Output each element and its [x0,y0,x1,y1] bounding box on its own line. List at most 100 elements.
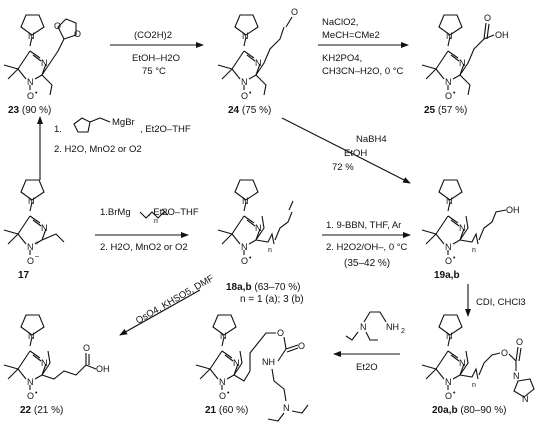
charge-minus: – [35,253,39,260]
atom-o-aldehyde: O [291,7,298,17]
structure-21: N N N O • O O NH N [195,314,309,422]
atom-n3: N [41,58,48,68]
atom-n-imidazole: N [513,371,520,381]
atom-n1: N [27,377,34,387]
atom-n1: N [445,77,452,87]
imidazoline-core [3,179,47,256]
label-25: 25 (57 %) [424,105,467,116]
atom-n-pyrrolidine: N [28,196,35,206]
cond-r2-above2: MeCH=CMe2 [322,30,380,41]
cond-r1-below1: EtOH–H2O [132,53,180,64]
cond-r6-line2: EtOH [344,148,367,159]
label-19: 19a,b [434,270,460,281]
note-18: n = 1 (a); 3 (b) [240,294,304,305]
cond-r2-below1: KH2PO4, [322,53,362,64]
cond-r7: OsO4, KHSO5, DMF [134,273,216,327]
imidazoline-core [421,14,465,91]
atom-n1: N [241,242,248,252]
atom-n-imidazole-2: N [522,394,529,404]
atom-oh-acid: OH [495,30,509,40]
subscript-2: 2 [401,328,405,335]
radical-dot: • [453,90,456,97]
atom-n-pyrrolidine: N [220,331,227,341]
label-24: 24 (75 %) [228,105,271,116]
atom-o-radical: O [241,91,248,101]
imidazoline-core [217,179,261,256]
yield-19: (35–42 %) [344,258,390,269]
atom-oh: OH [506,205,520,215]
imidazoline-core [195,314,239,391]
cond-r3-line2: 2. H2O, MnO2 or O2 [54,144,142,155]
cond-r6-line3: 72 % [332,162,354,173]
structure-22: N N N O • O OH [3,314,110,401]
subscript-n: n [268,247,272,254]
cond-r2-below2: CH3CN–H2O, 0 °C [322,66,404,77]
cond-r6-line1: NaBH4 [356,134,387,145]
atom-n3: N [255,58,262,68]
cond-r3-grignard: MgBr [112,117,135,128]
atom-n3: N [459,358,466,368]
imidazoline-core [3,314,47,391]
atom-n-pyrrolidine: N [242,31,249,41]
cond-r5-line1: 1. 9-BBN, THF, Ar [326,220,401,231]
imidazoline-core [217,14,261,91]
structure-18: N N N O • n [217,179,294,266]
atom-n-pyrrolidine: N [242,196,249,206]
charge-plus: + [35,240,39,247]
amine-reagent-icon: N NH 2 [345,311,405,341]
atom-o-radical: O [445,256,452,266]
label-20: 20a,b (80–90 %) [432,405,507,416]
structure-19: N N N O • n OH [421,179,520,266]
atom-n1: N [445,242,452,252]
atom-o-ester: O [501,348,508,358]
atom-n3: N [41,223,48,233]
atom-n-pyrrolidine: N [28,331,35,341]
atom-o-radical: O [27,391,34,401]
imidazoline-core [421,179,465,256]
radical-dot: • [249,255,252,262]
atom-o-radical: O [445,391,452,401]
atom-o-radical: O [219,391,226,401]
cond-r3-line1: 1. [54,124,62,135]
imidazoline-core [421,314,465,391]
label-18: 18a,b (63–70 %) [226,282,301,293]
cond-r9: Et2O [356,362,378,373]
structure-17: N N N + O – [3,179,65,266]
structure-24: N N N O • O [217,7,298,101]
atom-n1: N [27,77,34,87]
atom-nh: NH [262,357,275,367]
atom-n-pyrrolidine: N [446,331,453,341]
atom-n-pyrrolidine: N [446,31,453,41]
radical-dot: • [249,90,252,97]
atom-n1: N [445,377,452,387]
atom-n3: N [41,358,48,368]
structure-20: N N N O • n O O N N [421,314,535,404]
dioxolane-reagent-icon [73,117,111,133]
arrow-24-to-19 [281,117,411,184]
atom-o-radical: O [27,91,34,101]
atom-o-carbamate: O [298,341,305,351]
atom-n3: N [233,358,240,368]
cond-r2-above1: NaClO2, [322,17,358,28]
arrow-18-to-22 [119,289,201,336]
atom-n3: N [255,223,262,233]
cond-r8: CDI, CHCl3 [476,297,526,308]
atom-n3: N [459,58,466,68]
atom-o-carbonyl: O [484,13,491,23]
atom-o-carbonyl: O [516,337,523,347]
cond-r1-above: (CO2H)2 [134,30,172,41]
atom-nh2: NH [386,322,399,332]
radical-dot: • [227,390,230,397]
subscript-n-reagent: n [154,218,158,225]
atom-o-carbonyl: O [83,343,90,353]
subscript-n: n [472,382,476,389]
radical-dot: • [453,255,456,262]
atom-n-tertiary: N [360,322,367,332]
cond-r4-line1a: 1.BrMg [100,207,131,218]
atom-n3: N [459,223,466,233]
atom-n-amine: N [283,403,290,413]
subscript-n: n [472,247,476,254]
imidazoline-core [3,14,47,91]
atom-n-pyrrolidine: N [28,31,35,41]
